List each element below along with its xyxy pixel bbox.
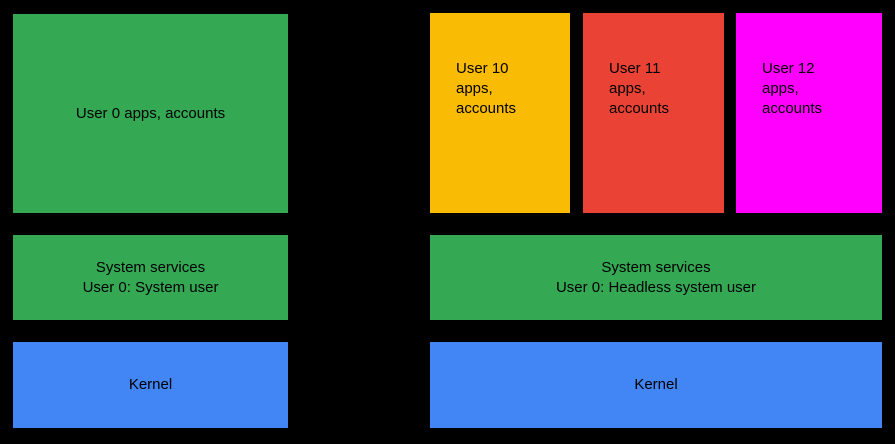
right-user10-apps-box: User 10 apps, accounts: [430, 13, 570, 213]
left-system-services-label: System services User 0: System user: [82, 258, 219, 296]
right-system-services-box: System services User 0: Headless system …: [430, 235, 882, 320]
left-kernel-box: Kernel: [13, 342, 288, 428]
right-user12-apps-label: User 12 apps, accounts: [762, 60, 823, 117]
left-user0-apps-box: User 0 apps, accounts: [13, 14, 288, 213]
right-user10-apps-label: User 10 apps, accounts: [456, 60, 517, 117]
right-user11-apps-label: User 11 apps, accounts: [609, 60, 670, 117]
right-user12-apps-box: User 12 apps, accounts: [736, 13, 882, 213]
right-user11-apps-box: User 11 apps, accounts: [583, 13, 724, 213]
left-user0-apps-label: User 0 apps, accounts: [75, 104, 226, 122]
left-system-services-box: System services User 0: System user: [13, 235, 288, 320]
right-kernel-label: Kernel: [634, 376, 678, 393]
left-kernel-label: Kernel: [128, 376, 173, 393]
right-system-services-label: System services User 0: Headless system …: [555, 258, 757, 296]
right-kernel-box: Kernel: [430, 342, 882, 428]
